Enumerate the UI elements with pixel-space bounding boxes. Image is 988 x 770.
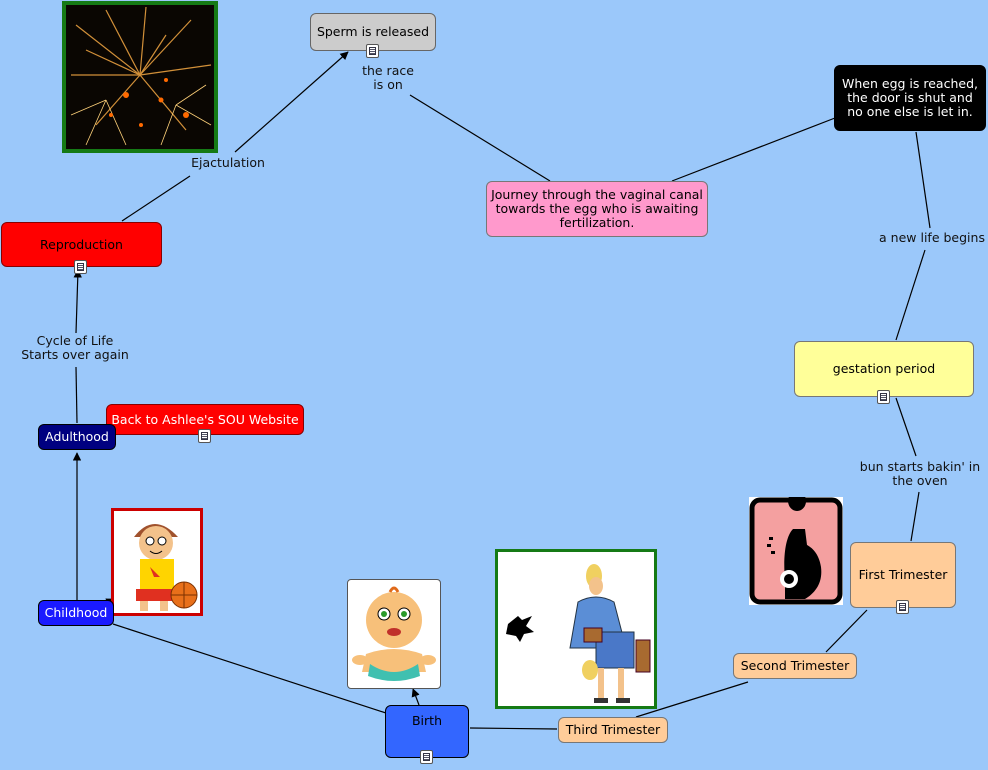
mother-with-stork-icon [498,552,654,706]
line-bun-first [911,492,919,541]
birth-label: Birth [412,714,442,728]
line-journey-egg [672,118,835,181]
third-trimester-label: Third Trimester [566,723,660,737]
childhood-node[interactable]: Childhood [38,600,114,626]
child-with-ball-icon [114,511,200,613]
new-life-link-label: a new life begins [874,231,988,245]
first-trimester-label: First Trimester [859,568,948,582]
third-trimester-node[interactable]: Third Trimester [558,717,668,743]
line-gestation-bun [896,398,916,456]
second-trimester-label: Second Trimester [741,659,850,673]
line-reproduction-ejaculation [122,176,190,221]
egg-reached-label: When egg is reached, the door is shut an… [842,77,978,119]
adulthood-label: Adulthood [45,430,109,444]
line-third-birth [470,728,557,729]
gestation-label: gestation period [833,362,935,376]
second-trimester-node[interactable]: Second Trimester [733,653,857,679]
sperm-document-icon[interactable] [366,44,379,58]
birth-document-icon[interactable] [420,750,433,764]
line-newlife-gestation [896,250,925,340]
first-trimester-document-icon[interactable] [896,600,909,614]
line-cycle-reproduction [76,270,78,333]
pregnant-silhouette-image [749,497,843,605]
line-ejaculation-sperm [235,52,348,152]
mother-with-stork-image [495,549,657,709]
adulthood-node[interactable]: Adulthood [38,424,116,450]
gestation-document-icon[interactable] [877,390,890,404]
ejaculation-link-label: Ejactulation [188,156,268,170]
journey-node[interactable]: Journey through the vaginal canal toward… [486,181,708,237]
baby-icon [348,580,440,688]
child-with-ball-image [111,508,203,616]
bun-link-label: bun starts bakin' in the oven [850,460,988,488]
pregnant-silhouette-icon [749,497,843,605]
sperm-released-label: Sperm is released [317,25,429,39]
back-to-website-label: Back to Ashlee's SOU Website [111,413,298,427]
line-first-second [826,610,867,652]
line-adulthood-cycle [76,367,77,423]
journey-label: Journey through the vaginal canal toward… [491,188,703,230]
back-link-document-icon[interactable] [198,429,211,443]
first-trimester-node[interactable]: First Trimester [850,542,956,608]
egg-reached-node[interactable]: When egg is reached, the door is shut an… [834,65,986,131]
baby-image [347,579,441,689]
gestation-node[interactable]: gestation period [794,341,974,397]
line-birth-baby-image [413,689,419,705]
cycle-link-label: Cycle of Life Starts over again [14,334,136,362]
childhood-label: Childhood [45,606,108,620]
reproduction-document-icon[interactable] [74,260,87,274]
line-egg-newlife [916,132,930,228]
fireworks-icon [66,5,214,149]
reproduction-label: Reproduction [40,238,123,252]
line-birth-childhood [113,624,386,713]
fireworks-image [62,1,218,153]
race-link-label: the race is on [354,64,422,92]
line-journey-race [410,95,550,181]
